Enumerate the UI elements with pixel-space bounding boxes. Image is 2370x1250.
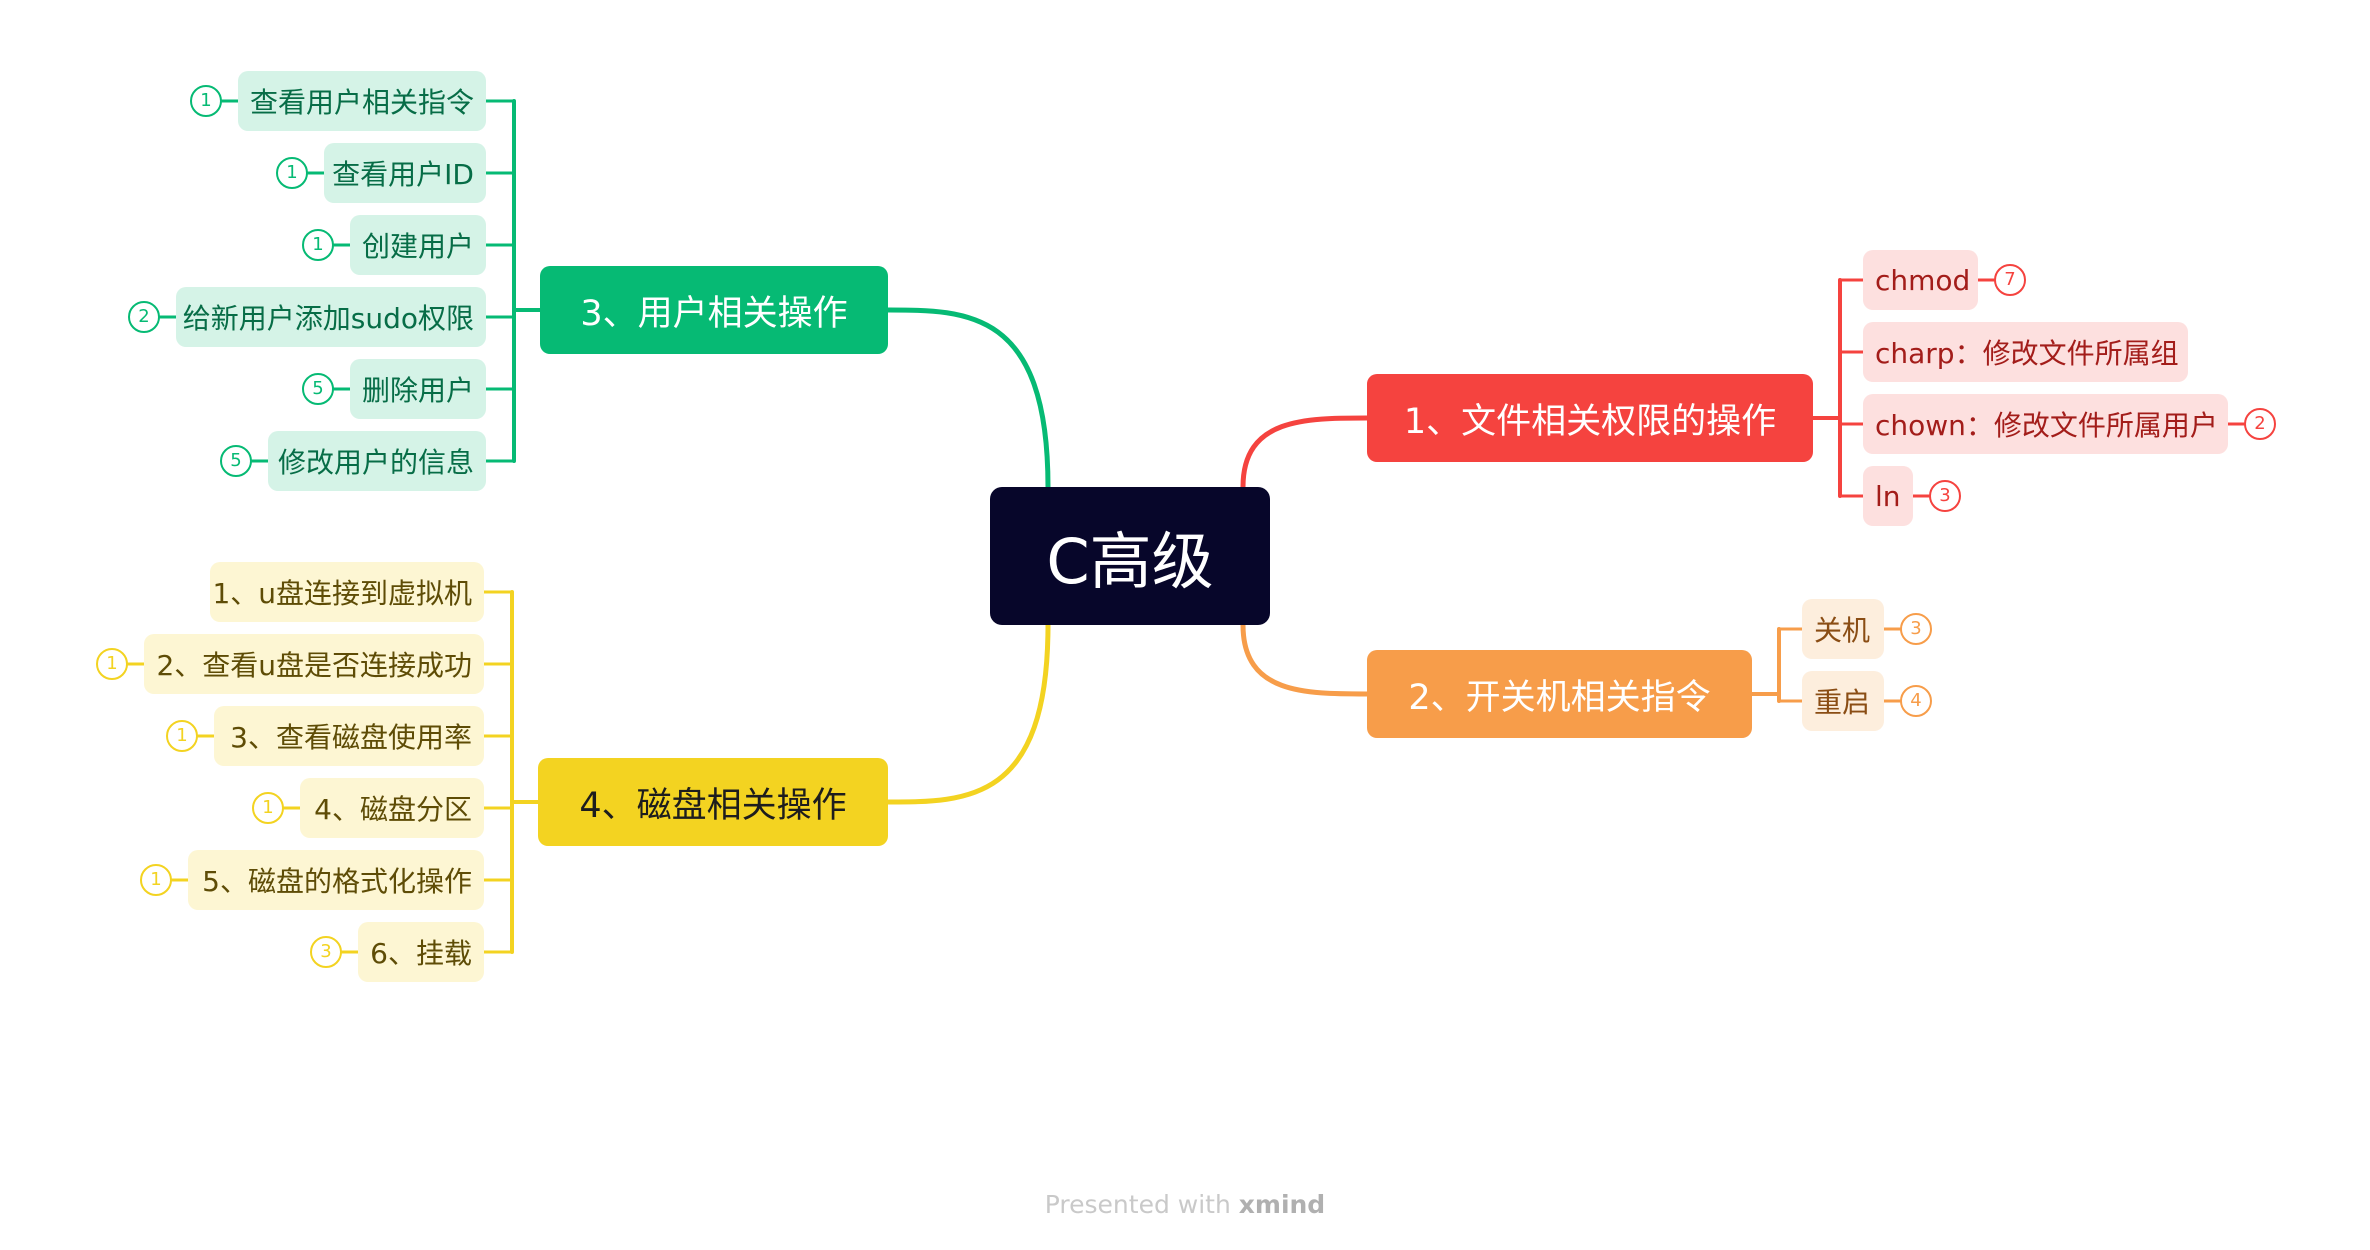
count-badge[interactable]: 1 bbox=[276, 157, 308, 189]
main-topic-disk[interactable]: 4、磁盘相关操作 bbox=[538, 758, 888, 846]
count-badge[interactable]: 3 bbox=[1929, 480, 1961, 512]
subtopic[interactable]: 查看用户ID bbox=[324, 143, 486, 203]
count-badge[interactable]: 4 bbox=[1900, 685, 1932, 717]
count-badge-label: 1 bbox=[150, 869, 162, 890]
subtopic[interactable]: 创建用户 bbox=[350, 215, 486, 275]
subtopic[interactable]: 关机 bbox=[1802, 599, 1884, 659]
main-topic-power[interactable]: 2、开关机相关指令 bbox=[1367, 650, 1752, 738]
subtopic-label: charp：修改文件所属组 bbox=[1875, 337, 2179, 370]
root-connector-users bbox=[885, 307, 1051, 490]
count-badge[interactable]: 1 bbox=[166, 720, 198, 752]
subtopic[interactable]: 重启 bbox=[1802, 671, 1884, 731]
subtopic-label: 重启 bbox=[1814, 686, 1871, 719]
subtopic-label: chmod bbox=[1875, 263, 1971, 297]
subtopic[interactable]: 3、查看磁盘使用率 bbox=[214, 706, 484, 766]
footer-prefix: Presented with bbox=[1044, 1190, 1239, 1219]
count-badge-label: 1 bbox=[200, 90, 212, 111]
subtopic[interactable]: 查看用户相关指令 bbox=[238, 71, 486, 131]
root-topic-label: C高级 bbox=[1046, 525, 1214, 598]
subtopic[interactable]: chown：修改文件所属用户 bbox=[1863, 394, 2228, 454]
count-badge[interactable]: 3 bbox=[1900, 613, 1932, 645]
main-topic-label: 2、开关机相关指令 bbox=[1408, 677, 1711, 718]
subtopic-label: 删除用户 bbox=[361, 374, 474, 407]
root-connector-disk bbox=[885, 622, 1051, 805]
subtopic[interactable]: 修改用户的信息 bbox=[268, 431, 486, 491]
subtopic-label: 4、磁盘分区 bbox=[314, 793, 472, 826]
subtopic-label: ln bbox=[1875, 479, 1901, 513]
subtopic-label: 给新用户添加sudo权限 bbox=[182, 302, 474, 335]
count-badge-label: 3 bbox=[320, 941, 332, 962]
count-badge[interactable]: 2 bbox=[128, 301, 160, 333]
count-badge[interactable]: 1 bbox=[252, 792, 284, 824]
subtopic[interactable]: 删除用户 bbox=[350, 359, 486, 419]
count-badge[interactable]: 2 bbox=[2244, 408, 2276, 440]
root-topic[interactable]: C高级 bbox=[990, 487, 1270, 625]
main-topic-label: 4、磁盘相关操作 bbox=[579, 785, 847, 826]
count-badge-label: 3 bbox=[1910, 618, 1922, 639]
count-badge[interactable]: 1 bbox=[190, 85, 222, 117]
count-badge[interactable]: 1 bbox=[140, 864, 172, 896]
main-topic-users[interactable]: 3、用户相关操作 bbox=[540, 266, 888, 354]
subtopic-label: 6、挂载 bbox=[370, 937, 472, 970]
subtopic[interactable]: charp：修改文件所属组 bbox=[1863, 322, 2188, 382]
footer: Presented with xmind bbox=[0, 1190, 2370, 1219]
main-topic-file-permissions[interactable]: 1、文件相关权限的操作 bbox=[1367, 374, 1813, 462]
subtopic-label: chown：修改文件所属用户 bbox=[1875, 409, 2218, 442]
footer-brand: xmind bbox=[1238, 1190, 1326, 1219]
count-badge-label: 7 bbox=[2004, 269, 2016, 290]
count-badge-label: 1 bbox=[176, 725, 188, 746]
count-badge[interactable]: 5 bbox=[302, 373, 334, 405]
subtopic-label: 查看用户ID bbox=[332, 158, 474, 191]
main-topic-label: 3、用户相关操作 bbox=[580, 293, 848, 334]
subtopic[interactable]: 给新用户添加sudo权限 bbox=[176, 287, 486, 347]
subtopic-label: 5、磁盘的格式化操作 bbox=[202, 865, 472, 898]
count-badge-label: 1 bbox=[262, 797, 274, 818]
count-badge-label: 4 bbox=[1910, 690, 1922, 711]
subtopic-label: 3、查看磁盘使用率 bbox=[230, 721, 472, 754]
count-badge-label: 1 bbox=[286, 162, 298, 183]
count-badge[interactable]: 5 bbox=[220, 445, 252, 477]
root-connector-power bbox=[1240, 622, 1370, 697]
subtopic[interactable]: 4、磁盘分区 bbox=[300, 778, 484, 838]
subtopic[interactable]: 6、挂载 bbox=[358, 922, 484, 982]
subtopic-label: 创建用户 bbox=[361, 230, 474, 263]
count-badge-label: 2 bbox=[2254, 413, 2266, 434]
count-badge-label: 2 bbox=[138, 306, 150, 327]
subtopic[interactable]: 5、磁盘的格式化操作 bbox=[188, 850, 484, 910]
subtopic[interactable]: ln bbox=[1863, 466, 1913, 526]
count-badge[interactable]: 1 bbox=[302, 229, 334, 261]
count-badge-label: 1 bbox=[312, 234, 324, 255]
count-badge[interactable]: 3 bbox=[310, 936, 342, 968]
subtopic-label: 修改用户的信息 bbox=[277, 446, 474, 479]
main-topic-label: 1、文件相关权限的操作 bbox=[1403, 401, 1777, 442]
subtopic[interactable]: chmod bbox=[1863, 250, 1978, 310]
subtopic-label: 2、查看u盘是否连接成功 bbox=[156, 649, 472, 682]
subtopic-label: 查看用户相关指令 bbox=[249, 86, 474, 119]
subtopic[interactable]: 2、查看u盘是否连接成功 bbox=[144, 634, 484, 694]
count-badge[interactable]: 1 bbox=[96, 648, 128, 680]
count-badge[interactable]: 7 bbox=[1994, 264, 2026, 296]
count-badge-label: 5 bbox=[312, 378, 324, 399]
count-badge-label: 5 bbox=[230, 450, 242, 471]
count-badge-label: 3 bbox=[1939, 485, 1951, 506]
subtopic[interactable]: 1、u盘连接到虚拟机 bbox=[210, 562, 484, 622]
count-badge-label: 1 bbox=[106, 653, 118, 674]
subtopic-label: 1、u盘连接到虚拟机 bbox=[212, 577, 472, 610]
subtopic-label: 关机 bbox=[1814, 614, 1871, 647]
root-connector-file-permissions bbox=[1240, 415, 1370, 490]
